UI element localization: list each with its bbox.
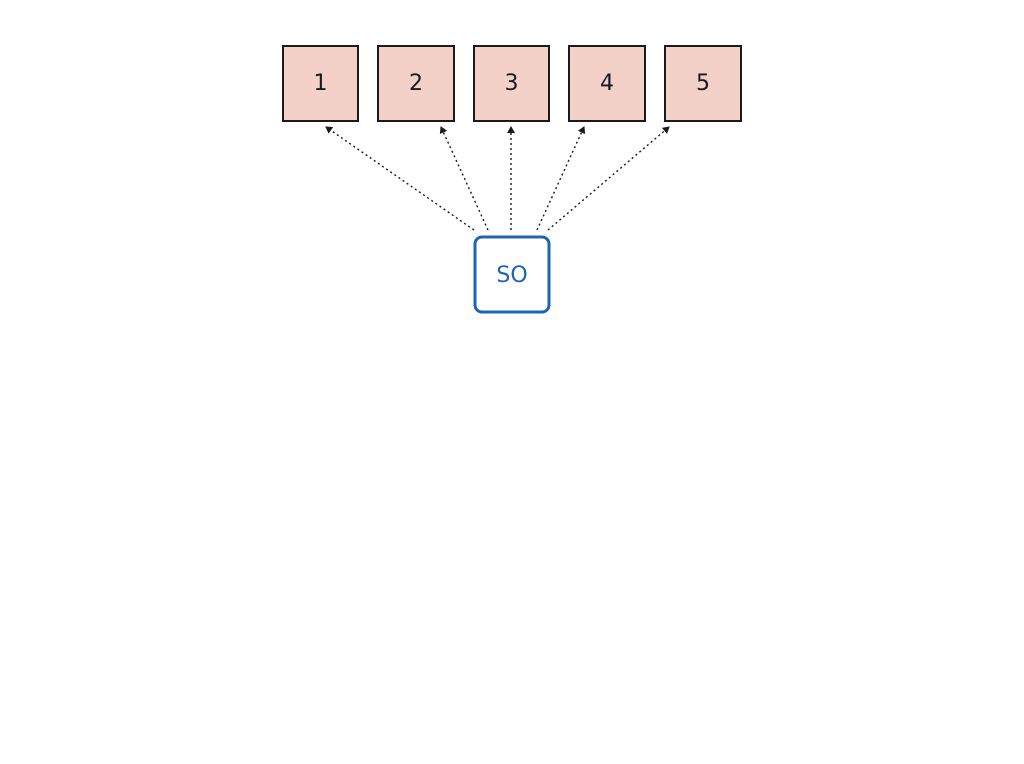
source-node-so: SO [473, 235, 551, 314]
target-node-5: 5 [664, 45, 742, 122]
target-node-2-label: 2 [409, 71, 423, 96]
target-node-3-label: 3 [505, 71, 519, 96]
target-node-2: 2 [377, 45, 455, 122]
target-node-4-label: 4 [600, 71, 614, 96]
edge-so-to-2 [439, 126, 489, 231]
target-node-4: 4 [568, 45, 646, 122]
target-node-5-label: 5 [696, 71, 710, 96]
edges-group [325, 126, 670, 231]
source-node-label: SO [496, 263, 527, 288]
edge-so-to-5 [547, 126, 670, 231]
target-node-1: 1 [282, 45, 359, 122]
edge-so-to-1 [325, 126, 475, 231]
edge-so-to-4 [536, 126, 586, 231]
target-node-1-label: 1 [314, 71, 328, 96]
target-node-3: 3 [473, 45, 550, 122]
